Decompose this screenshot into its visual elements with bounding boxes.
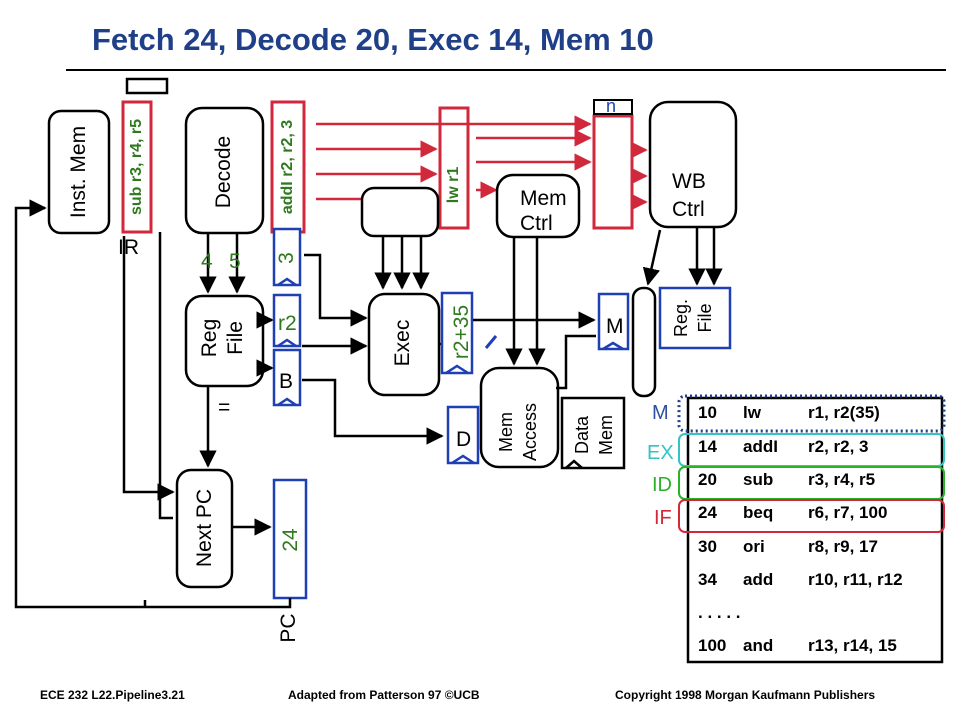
ir-content: sub r3, r4, r5 xyxy=(128,118,145,216)
code-addr: 20 xyxy=(698,470,717,489)
code-op: addI xyxy=(743,437,778,456)
mem-wb-content: n xyxy=(606,96,617,116)
stage-label-m: M xyxy=(652,402,669,424)
m-label: M xyxy=(606,315,624,338)
stage-label-id: ID xyxy=(652,474,672,496)
code-op: ori xyxy=(743,537,765,556)
code-args: r3, r4, r5 xyxy=(808,470,876,489)
exec-result-register xyxy=(440,291,474,375)
a-value: r2 xyxy=(278,312,297,335)
m-register xyxy=(597,292,630,351)
code-addr: . . . . . xyxy=(698,603,741,622)
b-register xyxy=(272,348,302,407)
data-mem-label: Data Mem xyxy=(572,415,616,455)
code-args: r10, r11, r12 xyxy=(808,570,903,589)
top-small-box xyxy=(125,77,169,95)
code-op: sub xyxy=(743,470,774,489)
wb-mux xyxy=(631,286,657,398)
code-addr: 30 xyxy=(698,537,717,556)
stage-label-if: IF xyxy=(654,507,672,529)
a-register xyxy=(272,293,302,348)
code-addr: 100 xyxy=(698,636,727,655)
code-args: r13, r14, 15 xyxy=(808,636,897,655)
code-args: r8, r9, 17 xyxy=(808,537,878,556)
d-register xyxy=(446,405,480,465)
code-args: r6, r7, 100 xyxy=(808,503,888,522)
rs-field: 4 xyxy=(201,250,213,273)
code-op: add xyxy=(743,570,774,589)
exec-control-block xyxy=(360,186,440,238)
stage-label-ex: EX xyxy=(647,442,674,464)
pc-register xyxy=(272,478,308,600)
code-addr: 10 xyxy=(698,403,717,422)
id-ex-content: addI r2, r2, 3 xyxy=(279,119,296,215)
code-args: r1, r2(35) xyxy=(808,403,880,422)
slide-title: Fetch 24, Decode 20, Exec 14, Mem 10 xyxy=(92,22,654,57)
next-pc-block xyxy=(175,468,234,589)
exec-label: Exec xyxy=(391,319,414,367)
footer-center: Adapted from Patterson 97 ©UCB xyxy=(288,688,480,702)
next-pc-label: Next PC xyxy=(193,488,216,568)
imm-value: 3 xyxy=(275,252,298,264)
inst-mem-block xyxy=(47,109,111,235)
footer-left: ECE 232 L22.Pipeline3.21 xyxy=(40,688,185,702)
code-op: and xyxy=(743,636,774,655)
wb-ctrl-block xyxy=(648,100,738,229)
code-args: r2, r2, 3 xyxy=(808,437,869,456)
code-table-frame xyxy=(686,396,944,664)
d-label: D xyxy=(456,428,472,451)
mem-wb-register xyxy=(592,114,634,230)
ex-mem-content: lw r1 xyxy=(445,166,462,204)
b-value: B xyxy=(279,370,294,393)
inst-mem-label: Inst. Mem xyxy=(67,125,90,219)
data-mem-block xyxy=(560,396,626,470)
reg-file-wb-block xyxy=(658,286,732,350)
code-addr: 24 xyxy=(698,503,717,522)
wb-ctrl-label: WB Ctrl xyxy=(672,170,706,221)
equal-sign: = xyxy=(218,396,231,419)
code-addr: 14 xyxy=(698,437,717,456)
decode-block xyxy=(184,106,265,235)
pc-label: PC xyxy=(277,613,300,643)
code-op: lw xyxy=(743,403,761,422)
mem-access-block xyxy=(479,366,560,469)
mem-ctrl-label: Mem Ctrl xyxy=(520,187,567,235)
ir-label: IR xyxy=(118,236,139,259)
decode-label: Decode xyxy=(212,135,235,209)
imm-register xyxy=(272,227,302,287)
footer-right: Copyright 1998 Morgan Kaufmann Publisher… xyxy=(615,688,876,702)
reg-file-block xyxy=(184,294,265,388)
stage-m-highlight xyxy=(677,394,946,433)
ex-mem-register xyxy=(438,106,470,230)
code-op: beq xyxy=(743,503,774,522)
mem-access-label: Mem Access xyxy=(496,402,540,462)
stage-if-highlight xyxy=(678,499,945,533)
exec-result: r2+35 xyxy=(450,304,473,360)
code-addr: 34 xyxy=(698,570,717,589)
reg-file-wb-label: Reg. File xyxy=(671,298,715,338)
ir-register xyxy=(121,100,153,234)
rt-field: 5 xyxy=(229,250,241,273)
pc-value: 24 xyxy=(279,528,302,552)
mem-wb-top-box xyxy=(593,99,633,115)
reg-file-label: Reg File xyxy=(198,318,247,358)
id-ex-register xyxy=(270,100,306,234)
